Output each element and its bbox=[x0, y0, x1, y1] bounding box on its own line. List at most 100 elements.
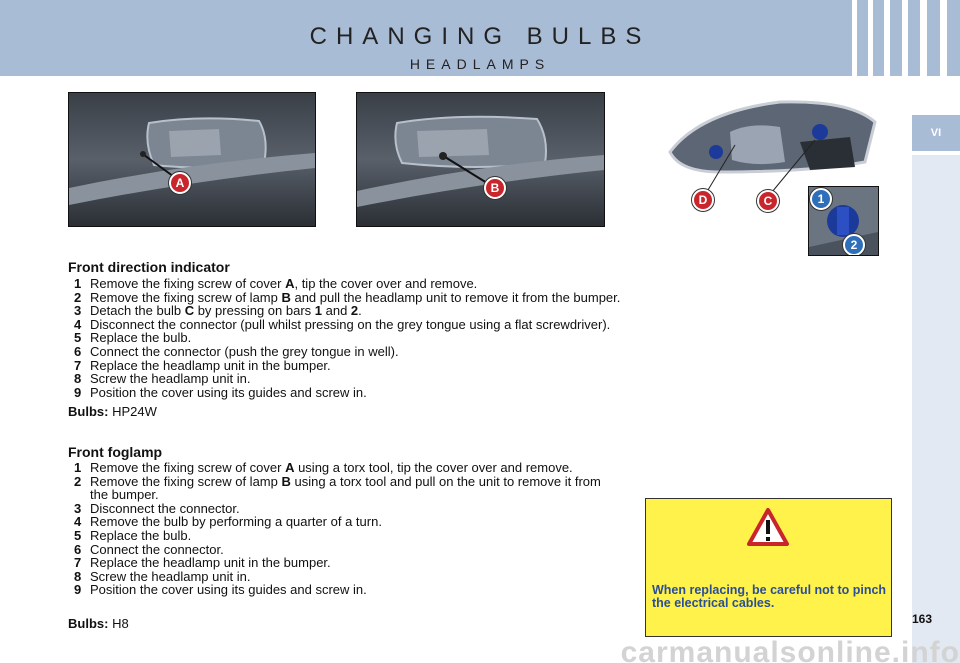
step-text: Replace the headlamp unit in the bumper. bbox=[90, 555, 331, 571]
step-text: Replace the bulb. bbox=[90, 527, 192, 543]
step-number: 8 bbox=[74, 568, 82, 584]
chapter-tab-label: VI bbox=[930, 127, 942, 139]
header-stripe bbox=[884, 0, 890, 76]
step-text: Remove the fixing screw of lamp bbox=[90, 473, 282, 489]
step-number: 4 bbox=[74, 514, 82, 530]
header-stripe bbox=[920, 0, 927, 76]
label-2-badge: 2 bbox=[843, 234, 865, 255]
list-item: 6 Connect the connector (push the grey to… bbox=[68, 345, 768, 359]
step-text: using a torx tool, tip the cover over an… bbox=[294, 460, 573, 475]
list-item: 2 Remove the fixing screw of lamp B and p… bbox=[68, 289, 768, 305]
watermark: carmanualsonline.info bbox=[620, 636, 960, 663]
list-item: 4 Disconnect the connector (pull whilst p… bbox=[68, 316, 768, 332]
step-number: 2 bbox=[74, 473, 82, 489]
header-stripe bbox=[852, 0, 857, 76]
label-c-badge: C bbox=[757, 190, 779, 212]
bulbs-value: H8 bbox=[112, 616, 129, 631]
step-number: 6 bbox=[74, 343, 82, 359]
step-text: Screw the headlamp unit in. bbox=[90, 568, 251, 584]
page-subtitle: HEADLAMPS bbox=[409, 56, 551, 72]
step-text: . bbox=[358, 303, 362, 319]
step-text: Disconnect the connector. bbox=[90, 500, 240, 516]
label-b-badge: B bbox=[484, 177, 506, 199]
list-item: 3 Disconnect the connector. bbox=[68, 500, 613, 516]
list-item: 5 Replace the bulb. bbox=[68, 529, 613, 543]
bulb-bars-photo: 1 2 bbox=[808, 186, 879, 256]
step-text: Replace the headlamp unit in the bumper. bbox=[90, 357, 331, 373]
step-text: Screw the headlamp unit in. bbox=[90, 371, 251, 387]
step-ref: 1 bbox=[314, 303, 322, 319]
step-text: Detach the bulb bbox=[90, 303, 185, 319]
step-ref: B bbox=[281, 289, 291, 305]
header-stripe bbox=[940, 0, 947, 76]
step-text: , tip the cover over and remove. bbox=[294, 276, 478, 291]
step-text: and bbox=[322, 303, 351, 319]
list-item: 7 Replace the headlamp unit in the bumper… bbox=[68, 556, 613, 570]
step-text: using a torx tool and pull on the unit t… bbox=[90, 473, 601, 503]
step-number: 3 bbox=[74, 303, 82, 319]
bulbs-label: Bulbs: bbox=[68, 616, 109, 631]
step-text: Position the cover using its guides and … bbox=[90, 582, 367, 598]
step-text: Replace the bulb. bbox=[90, 330, 192, 346]
indicator-steps-list: 1 Remove the fixing screw of cover A, tip… bbox=[68, 277, 768, 399]
step-text: Remove the fixing screw of cover bbox=[90, 460, 286, 475]
label-d-badge: D bbox=[692, 189, 714, 211]
step-text: Position the cover using its guides and … bbox=[90, 384, 367, 400]
step-number: 5 bbox=[74, 527, 82, 543]
foglamp-bulbs-spec: Bulbs: H8 bbox=[68, 616, 129, 631]
list-item: 8 Screw the headlamp unit in. bbox=[68, 372, 768, 386]
headlamp-screw-photo: B bbox=[356, 92, 605, 227]
foglamp-cover-illustration bbox=[69, 93, 315, 226]
header-stripe bbox=[868, 0, 873, 76]
page-number: 163 bbox=[912, 612, 933, 626]
step-number: 2 bbox=[74, 289, 82, 305]
step-ref: C bbox=[184, 303, 195, 319]
step-text: Connect the connector (push the grey ton… bbox=[90, 343, 399, 359]
list-item: 5 Replace the bulb. bbox=[68, 331, 768, 345]
step-number: 1 bbox=[74, 460, 82, 475]
list-item: 6 Connect the connector. bbox=[68, 541, 613, 557]
step-ref: A bbox=[285, 276, 295, 291]
step-number: 9 bbox=[74, 582, 82, 598]
step-ref: A bbox=[285, 460, 295, 475]
step-text: and pull the headlamp unit to remove it … bbox=[290, 289, 621, 305]
label-1-badge: 1 bbox=[810, 188, 832, 210]
indicator-bulb-photo bbox=[660, 92, 880, 192]
step-number: 7 bbox=[74, 555, 82, 571]
list-item: 4 Remove the bulb by performing a quarter… bbox=[68, 515, 613, 529]
indicator-bulbs-spec: Bulbs: HP24W bbox=[68, 404, 157, 419]
page-title: CHANGING BULBS bbox=[309, 23, 651, 50]
headlamp-screw-illustration bbox=[357, 93, 604, 226]
foglamp-steps-list: 1 Remove the fixing screw of cover A usin… bbox=[68, 461, 613, 597]
step-number: 3 bbox=[74, 500, 82, 516]
step-number: 7 bbox=[74, 357, 82, 373]
step-number: 4 bbox=[74, 316, 82, 332]
warning-triangle-icon bbox=[747, 508, 789, 546]
list-item: 1 Remove the fixing screw of cover A usin… bbox=[68, 461, 613, 475]
chapter-tab[interactable]: VI bbox=[912, 115, 960, 151]
step-number: 5 bbox=[74, 330, 82, 346]
step-ref: B bbox=[281, 473, 291, 489]
list-item: 9 Position the cover using its guides and… bbox=[68, 583, 613, 597]
bulbs-label: Bulbs: bbox=[68, 404, 109, 419]
step-number: 8 bbox=[74, 371, 82, 387]
step-text: Remove the fixing screw of lamp bbox=[90, 289, 282, 305]
list-item: 8 Screw the headlamp unit in. bbox=[68, 568, 613, 584]
callout-lines bbox=[707, 139, 816, 193]
step-text: Connect the connector. bbox=[90, 541, 224, 557]
side-margin-bar bbox=[912, 155, 960, 663]
step-ref: 2 bbox=[350, 303, 359, 319]
page-header bbox=[0, 0, 960, 76]
list-item: 1 Remove the fixing screw of cover A, tip… bbox=[68, 277, 768, 291]
warning-text: When replacing, be careful not to pinch … bbox=[652, 583, 887, 610]
step-text: Remove the fixing screw of cover bbox=[90, 276, 286, 291]
step-number: 6 bbox=[74, 541, 82, 557]
list-item: 9 Position the cover using its guides and… bbox=[68, 384, 768, 400]
step-text: Disconnect the connector (pull whilst pr… bbox=[90, 316, 611, 332]
step-text: Remove the bulb by performing a quarter … bbox=[90, 514, 382, 530]
list-item: 7 Replace the headlamp unit in the bumper… bbox=[68, 357, 768, 373]
step-number: 1 bbox=[74, 276, 82, 291]
step-number: 9 bbox=[74, 384, 82, 400]
foglamp-cover-photo: A bbox=[68, 92, 316, 227]
